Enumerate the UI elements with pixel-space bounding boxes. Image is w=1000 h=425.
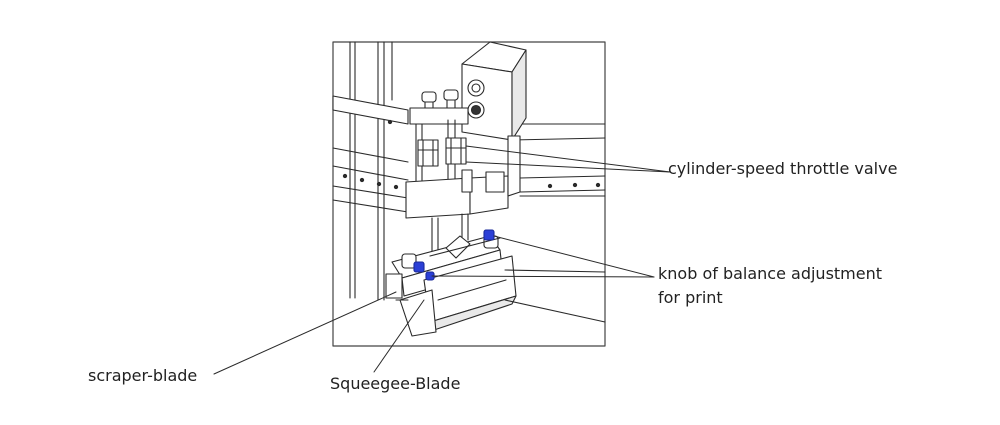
leader-scraper [213,291,397,375]
balance-knobs [413,229,495,281]
blade-assembly [385,235,517,337]
control-box [461,41,527,141]
label-throttle-valve: cylinder-speed throttle valve [668,159,898,178]
label-scraper-blade: scraper-blade [88,366,198,385]
leader-throttle-1 [465,145,671,173]
label-balance-knob: knob of balance adjustment for print [658,262,882,310]
leader-squeegee [373,299,425,373]
leader-knob-2 [431,275,655,278]
right-frame-lines [504,269,606,323]
central-block [405,135,521,253]
leader-throttle-2 [465,161,671,173]
leader-knob-1 [493,235,655,278]
left-frame-posts [349,41,393,301]
cylinders [409,89,469,183]
label-balance-knob-line1: knob of balance adjustment [658,264,883,283]
guide-rail [332,95,606,213]
leader-lines [213,145,671,375]
label-balance-knob-line2: for print [658,288,723,307]
label-squeegee-blade: Squeegee-Blade [330,374,461,393]
figure-frame [332,41,606,347]
